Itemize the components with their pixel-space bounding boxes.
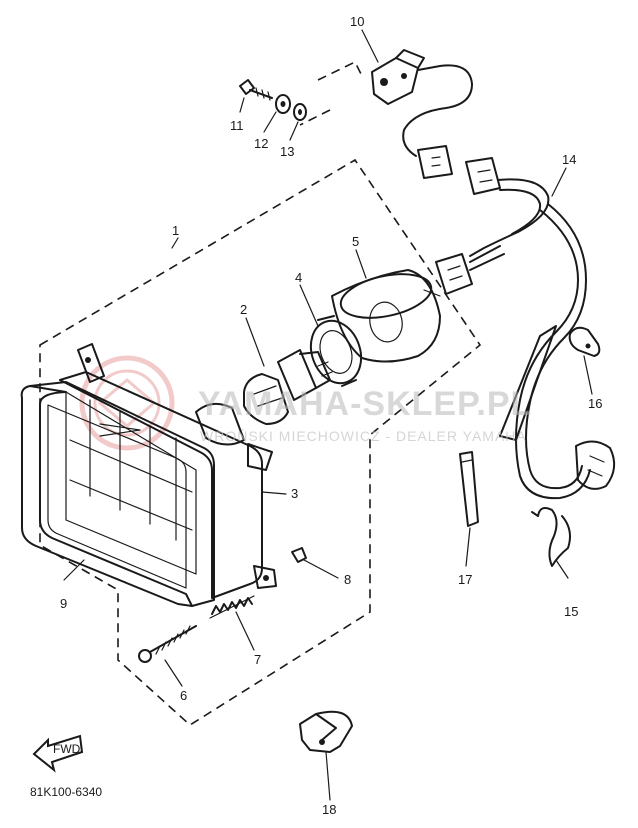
washer bbox=[275, 94, 291, 114]
callout-6: 6 bbox=[180, 688, 187, 703]
callout-10: 10 bbox=[350, 14, 364, 29]
watermark-subtitle: WROŃSKI MIECHOWICZ - DEALER YAMAHA bbox=[200, 428, 527, 444]
callout-4: 4 bbox=[295, 270, 302, 285]
callout-1: 1 bbox=[172, 223, 179, 238]
callout-11: 11 bbox=[230, 118, 244, 133]
leader-lines bbox=[63, 29, 593, 801]
callout-8: 8 bbox=[344, 572, 351, 587]
relay-unit bbox=[371, 49, 473, 157]
callout-7: 7 bbox=[254, 652, 261, 667]
cable-tie bbox=[459, 451, 479, 527]
callout-2: 2 bbox=[240, 302, 247, 317]
headlight-rim bbox=[20, 381, 215, 607]
socket-cover bbox=[331, 269, 441, 363]
mounting-bracket bbox=[299, 710, 353, 753]
forward-arrow-icon: FWD bbox=[32, 734, 84, 773]
diagram-code: 81K100-6340 bbox=[30, 785, 102, 799]
wire-clamp bbox=[568, 326, 601, 357]
bulb-holder bbox=[309, 315, 363, 387]
clip bbox=[291, 547, 307, 563]
callout-12: 12 bbox=[254, 136, 268, 151]
callout-16: 16 bbox=[588, 396, 602, 411]
forward-label: FWD bbox=[53, 742, 81, 756]
callout-15: 15 bbox=[564, 604, 578, 619]
callout-9: 9 bbox=[60, 596, 67, 611]
watermark-logo bbox=[79, 355, 175, 451]
callout-18: 18 bbox=[322, 802, 336, 817]
callout-3: 3 bbox=[291, 486, 298, 501]
callout-14: 14 bbox=[562, 152, 576, 167]
assembly-group-outline bbox=[39, 158, 482, 726]
spring bbox=[209, 595, 255, 619]
callout-17: 17 bbox=[458, 572, 472, 587]
callout-labels: 1 2 3 4 5 6 7 8 9 10 11 12 13 14 15 16 1… bbox=[60, 14, 602, 817]
callout-5: 5 bbox=[352, 234, 359, 249]
headlight-unit bbox=[59, 343, 277, 599]
nut bbox=[293, 103, 307, 121]
bolt bbox=[239, 79, 273, 101]
wire-harness bbox=[417, 145, 616, 500]
callout-13: 13 bbox=[280, 144, 294, 159]
watermark-title: YAMAHA-SKLEP.PL bbox=[198, 385, 532, 423]
adjusting-screw bbox=[138, 625, 197, 663]
band-clip bbox=[531, 507, 571, 567]
bolt-group-link bbox=[299, 60, 363, 126]
